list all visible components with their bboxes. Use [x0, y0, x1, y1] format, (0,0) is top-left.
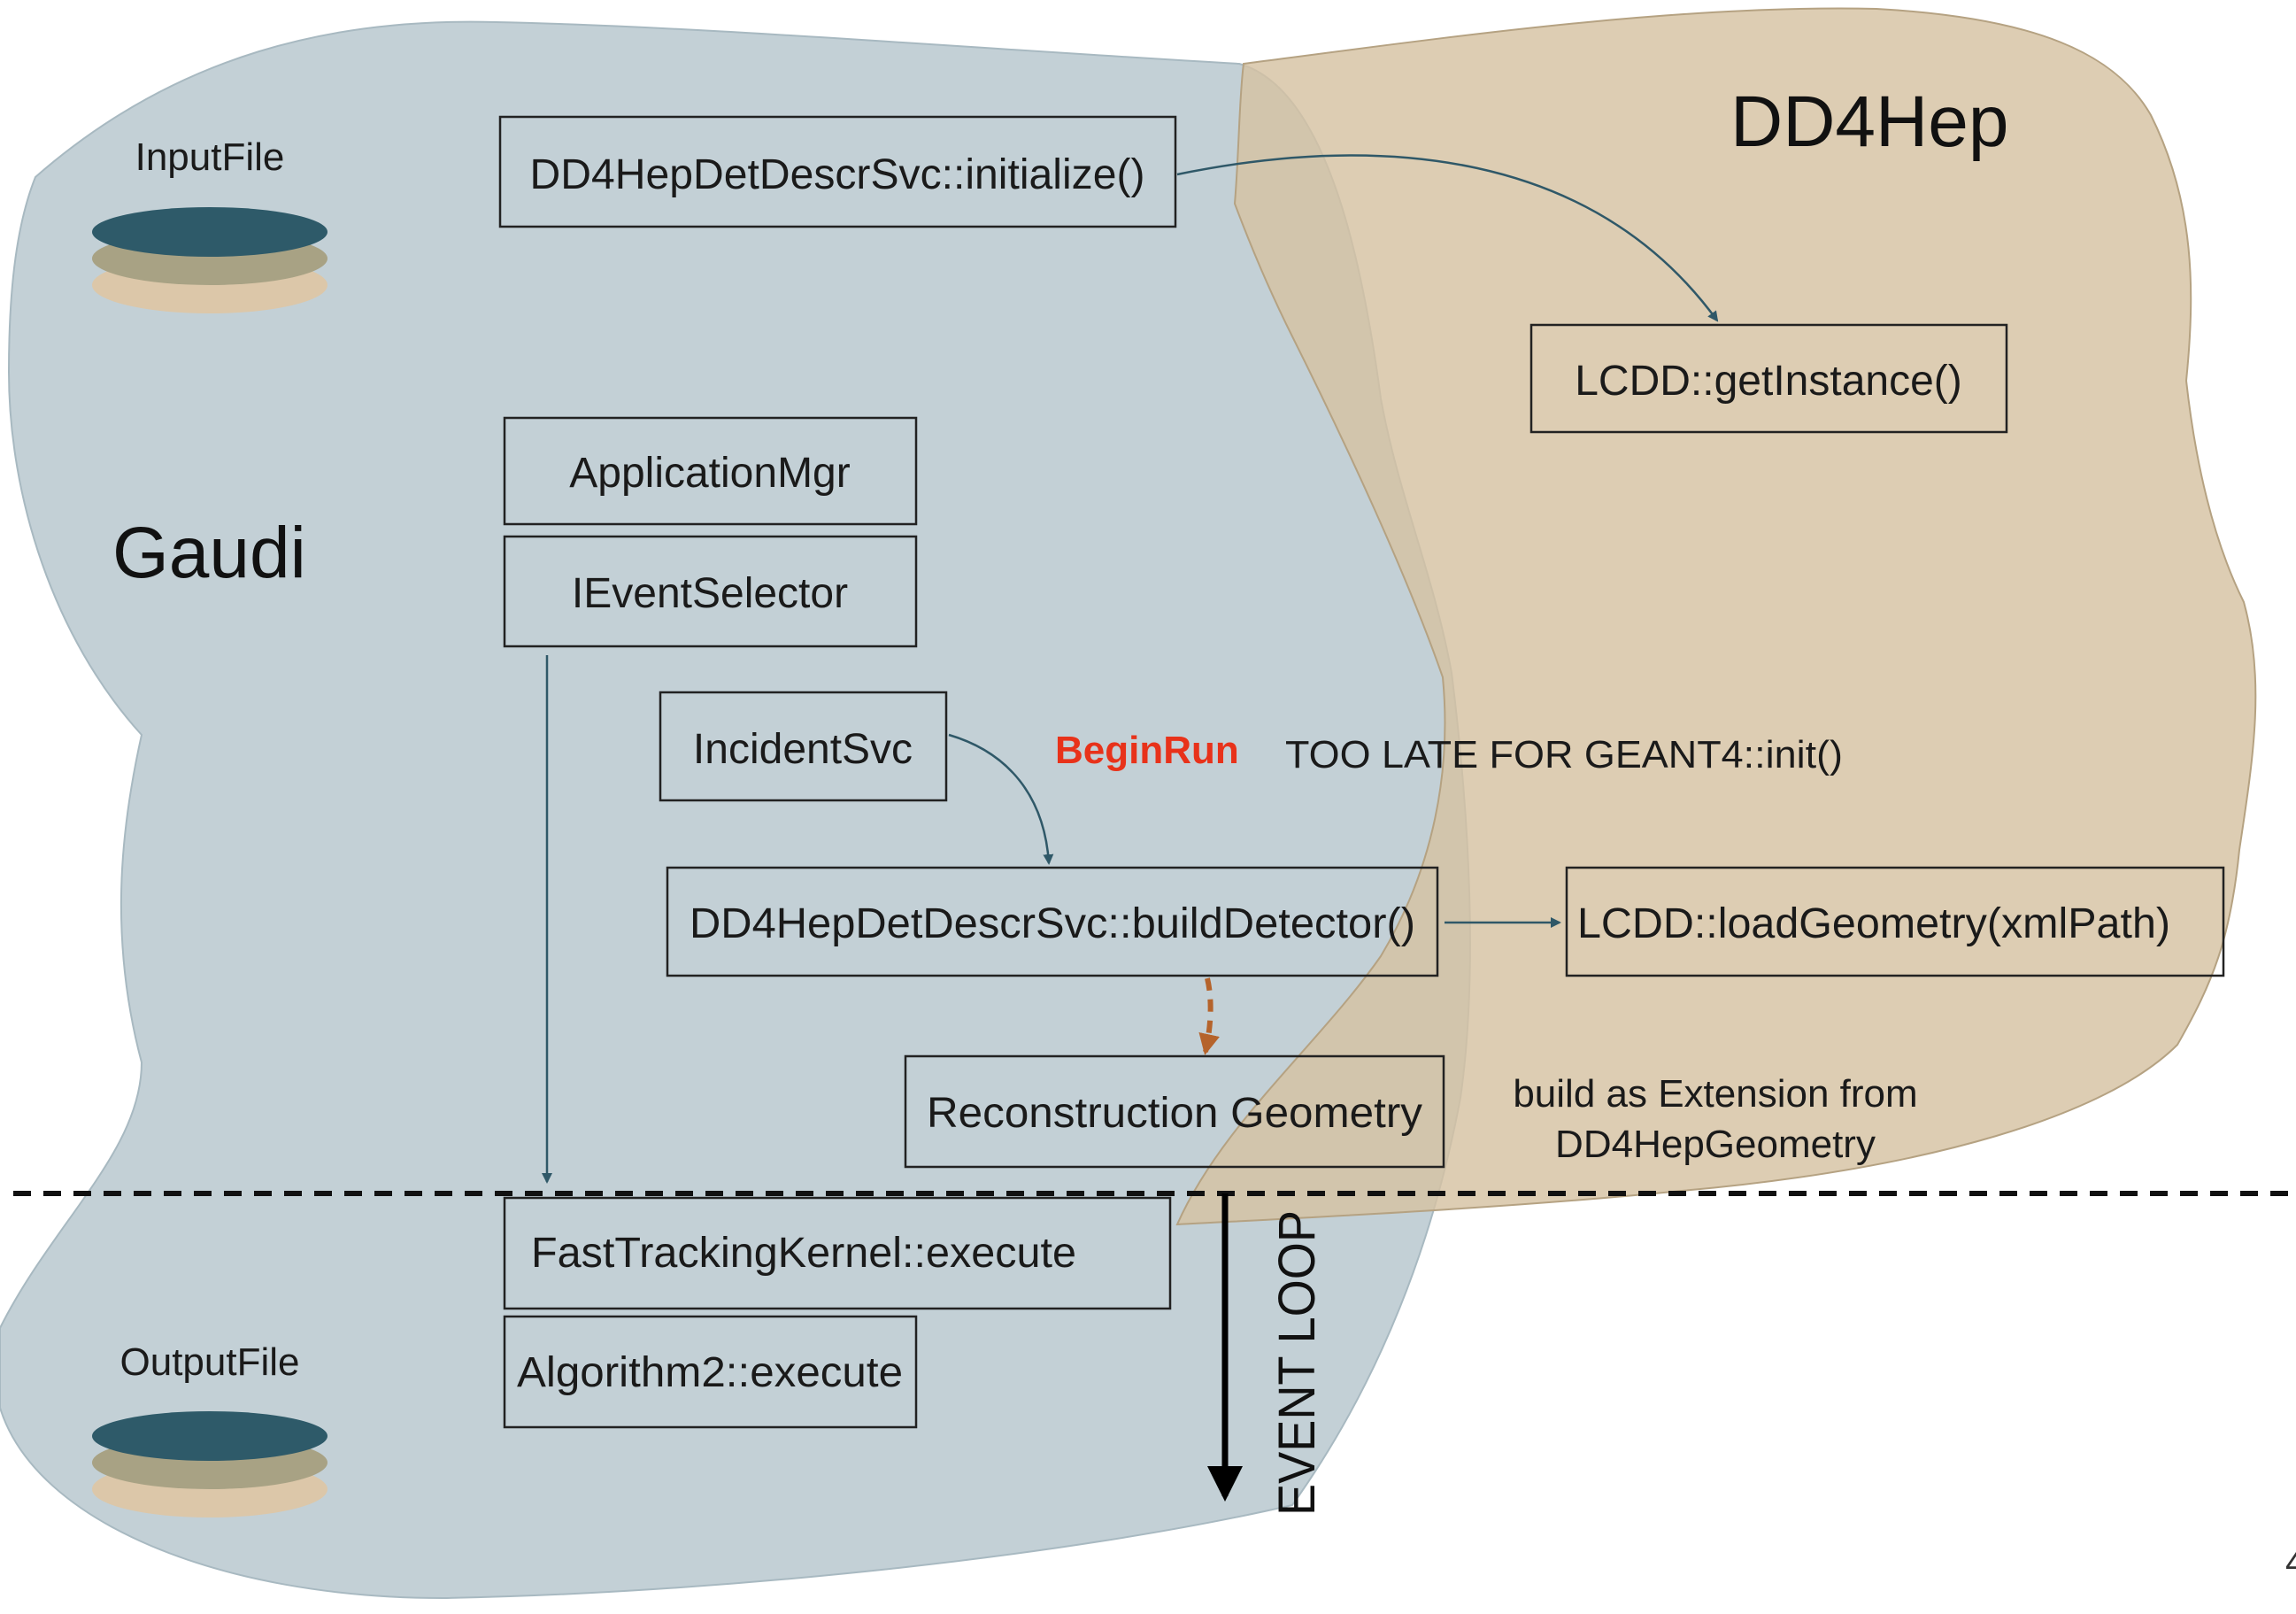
svg-text:ApplicationMgr: ApplicationMgr	[569, 450, 851, 497]
output-file-label: OutputFile	[120, 1340, 300, 1384]
box-app-mgr: ApplicationMgr	[503, 416, 918, 526]
box-incident-svc: IncidentSvc	[659, 691, 948, 802]
dd4hep-label: DD4Hep	[1730, 81, 2008, 162]
svg-text:FastTrackingKernel::execute: FastTrackingKernel::execute	[531, 1230, 1076, 1277]
svg-text:DD4HepDetDescrSvc::buildDetect: DD4HepDetDescrSvc::buildDetector()	[690, 900, 1415, 947]
svg-text:Reconstruction Geometry: Reconstruction Geometry	[927, 1090, 1422, 1137]
extension-note-line2: DD4HepGeometry	[1555, 1123, 1876, 1166]
too-late-label: TOO LATE FOR GEANT4::init()	[1285, 733, 1843, 776]
dashed-arrow-build-to-reco	[1198, 977, 1220, 1055]
box-load-geometry: LCDD::loadGeometry(xmlPath)	[1565, 866, 2225, 977]
box-init: DD4HepDetDescrSvc::initialize()	[498, 115, 1177, 228]
gaudi-region	[0, 20, 1471, 1600]
arrow-incident-to-build	[948, 733, 1054, 865]
svg-text:IEventSelector: IEventSelector	[572, 570, 848, 617]
box-build-detector: DD4HepDetDescrSvc::buildDetector()	[666, 866, 1439, 977]
box-get-instance: LCDD::getInstance()	[1529, 323, 2008, 434]
output-file-icon	[92, 1411, 327, 1517]
gaudi-label: Gaudi	[112, 513, 306, 593]
dd4hep-region	[1175, 7, 2257, 1226]
begin-run-label: BeginRun	[1055, 729, 1239, 772]
box-reco-geometry: Reconstruction Geometry	[904, 1054, 1445, 1169]
svg-text:DD4HepDetDescrSvc::initialize(: DD4HepDetDescrSvc::initialize()	[530, 151, 1145, 198]
box-fast-tracking: FastTrackingKernel::execute	[503, 1196, 1172, 1310]
svg-text:LCDD::loadGeometry(xmlPath): LCDD::loadGeometry(xmlPath)	[1577, 900, 2170, 947]
box-algorithm2: Algorithm2::execute	[503, 1315, 918, 1429]
input-file-label: InputFile	[135, 135, 285, 179]
svg-text:Algorithm2::execute: Algorithm2::execute	[517, 1349, 903, 1396]
svg-text:LCDD::getInstance(): LCDD::getInstance()	[1575, 358, 1962, 405]
event-loop-label: EVENT LOOP	[1268, 1210, 1326, 1516]
extension-note-line1: build as Extension from	[1513, 1072, 1917, 1116]
svg-text:IncidentSvc: IncidentSvc	[693, 726, 913, 773]
page-number: 4	[2285, 1543, 2296, 1582]
arrow-init-to-instance	[1176, 154, 1719, 322]
input-file-icon	[92, 207, 327, 313]
box-event-selector: IEventSelector	[503, 535, 918, 648]
